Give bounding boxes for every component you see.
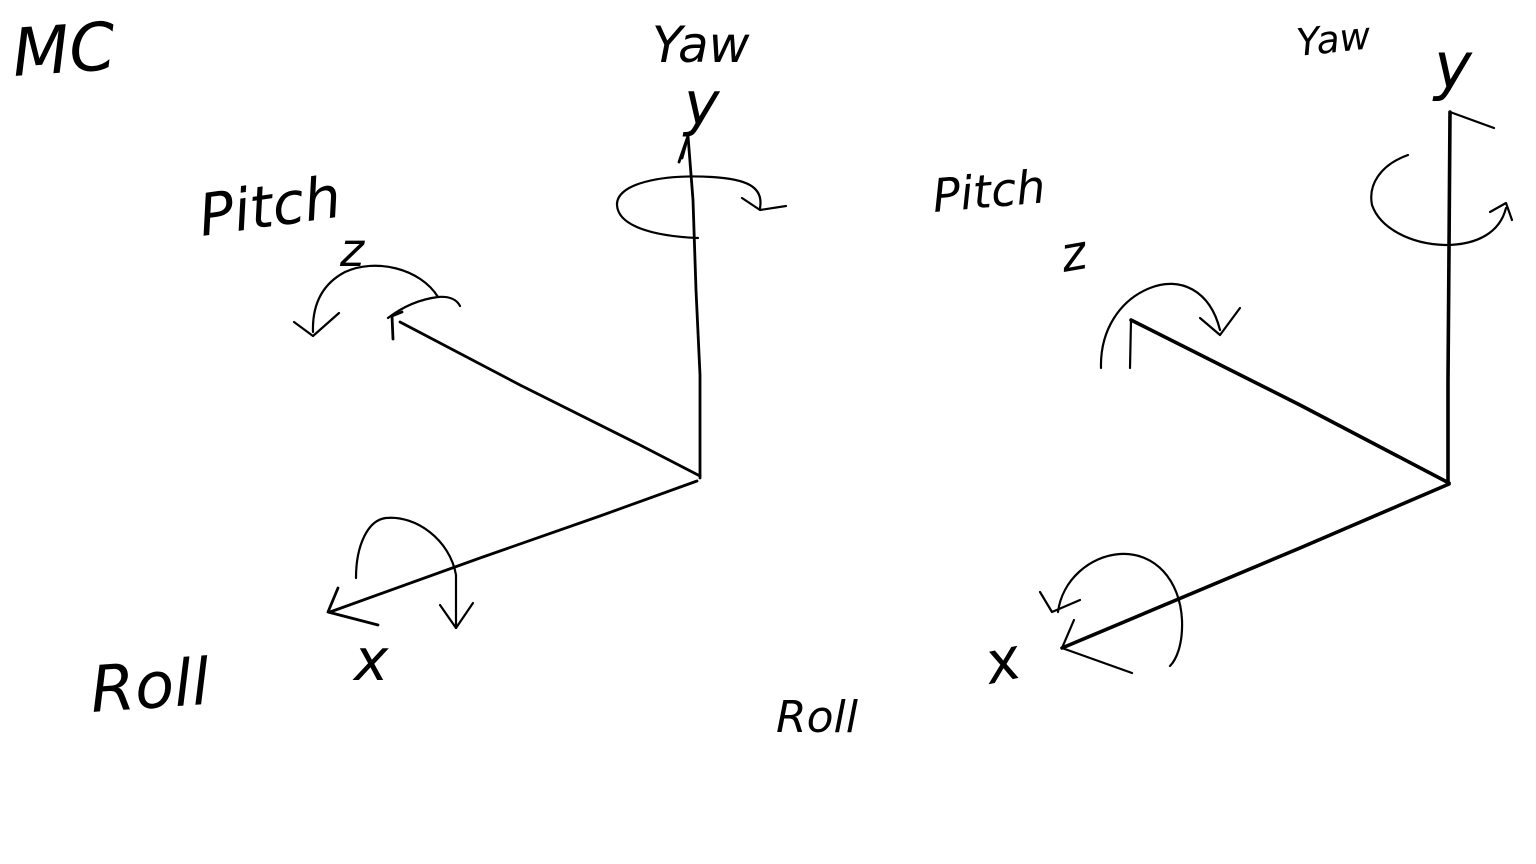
left-y-label: y (682, 69, 721, 139)
right-z-arrowhead (1128, 318, 1133, 370)
left-roll-arrowhead (438, 601, 475, 630)
right-y-arrowhead (1448, 110, 1496, 130)
left-pitch-arrowhead (292, 311, 341, 338)
right-y-label: y (1432, 30, 1473, 104)
right-x-arrowhead (1060, 618, 1134, 675)
left-pitch-label: Pitch (194, 163, 345, 250)
left-roll-label: Roll (88, 646, 212, 728)
left-y-axis (686, 134, 702, 480)
left-z-arrowhead (390, 310, 404, 341)
left-roll-rotation-arrow (354, 516, 458, 630)
left-yaw-label: Yaw (652, 16, 750, 74)
left-y-arrowhead (677, 134, 690, 164)
right-yaw-arrowhead (1488, 201, 1514, 222)
left-pitch-rotation-arrow (311, 264, 462, 334)
right-x-axis (1060, 482, 1451, 650)
right-roll-arrowhead (1038, 590, 1082, 614)
right-roll-label: Roll (776, 692, 859, 743)
right-pitch-arrowhead (1198, 306, 1242, 337)
left-x-arrowhead (326, 586, 380, 627)
left-diagram: MC Yaw y Pitch z x Roll (10, 8, 788, 728)
left-yaw-rotation-arrow (615, 175, 762, 240)
right-pitch-label: Pitch (930, 159, 1047, 223)
left-z-label: z (339, 223, 365, 277)
left-x-label: x (352, 626, 389, 694)
corner-label: MC (10, 8, 118, 92)
right-yaw-label: Yaw (1294, 13, 1373, 65)
right-x-label: x (977, 624, 1027, 698)
left-x-axis (328, 479, 699, 614)
left-z-axis (398, 320, 702, 478)
right-diagram: Yaw y Pitch z x Roll (776, 13, 1514, 743)
right-pitch-rotation-arrow (1099, 282, 1222, 370)
right-roll-rotation-arrow (1056, 552, 1184, 668)
right-yaw-rotation-arrow (1370, 153, 1508, 247)
right-y-axis (1446, 110, 1452, 484)
right-z-label: z (1055, 224, 1092, 284)
left-yaw-arrowhead (740, 196, 788, 212)
right-z-axis (1129, 318, 1451, 485)
